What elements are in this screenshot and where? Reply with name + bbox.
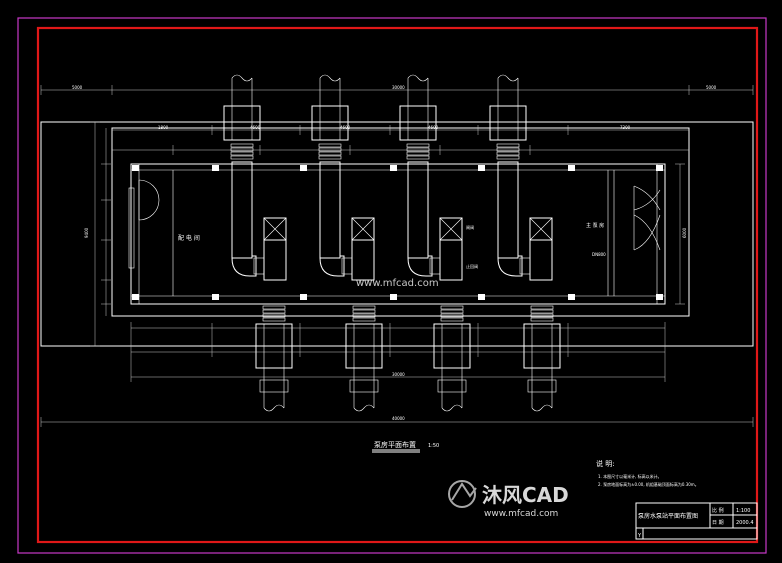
valve-label: DN800 <box>592 252 606 257</box>
room-inner-outline <box>130 163 666 305</box>
top-dimension-chain <box>40 85 754 155</box>
pump-column-3 <box>407 161 429 259</box>
title-date-value: 2000.4 <box>736 520 754 526</box>
label-check: 止回阀 <box>466 263 478 269</box>
suction-valve-box-4 <box>489 105 527 141</box>
dim-top-right: 5000 <box>706 85 717 90</box>
title-block <box>635 502 758 540</box>
pump-base-3 <box>439 239 463 281</box>
dim-right-span: 6000 <box>682 227 687 238</box>
dim-bottom-total: 30000 <box>392 372 405 377</box>
title-date-label: 日 期 <box>712 520 724 526</box>
dim-seg4: 4600 <box>428 125 439 130</box>
watermark-center: www.mfcad.com <box>356 278 439 289</box>
discharge-pipe-2 <box>353 368 375 412</box>
notes-heading: 说 明: <box>596 459 615 468</box>
pump-base-4 <box>529 239 553 281</box>
suction-pipe-3 <box>407 74 429 106</box>
suction-valve-box-3 <box>399 105 437 141</box>
title-corner-mark: Y <box>637 533 642 539</box>
notes-line-1: 1. 本图尺寸以毫米计, 标高以米计。 <box>598 473 662 479</box>
pump-elbow-4 <box>497 255 523 277</box>
door-right <box>633 185 661 251</box>
label-gate: 闸阀 <box>466 224 474 230</box>
suction-pipe-2 <box>319 74 341 106</box>
pump-elbow-3 <box>407 255 433 277</box>
notes-line-2: 2. 泵房地面标高为±0.00, 机组基础顶面标高为0.30m。 <box>598 481 699 487</box>
room-label-short: 主 泵 房 <box>586 222 604 229</box>
plan-scale: 1:50 <box>428 443 439 449</box>
left-dimension-chain <box>90 121 111 347</box>
dim-top-mid: 30000 <box>392 85 405 90</box>
suction-valve-box-1 <box>223 105 261 141</box>
pump-column-2 <box>319 161 341 259</box>
right-dimension <box>675 163 685 305</box>
building-outer-outline <box>40 121 754 347</box>
pump-column-4 <box>497 161 519 259</box>
pump-elbow-2 <box>319 255 345 277</box>
title-scale-value: 1:100 <box>736 508 750 514</box>
dim-top-left: 5000 <box>72 85 83 90</box>
pump-units <box>223 74 561 412</box>
title-drawing-name: 泵房水泵站平面布置图 <box>638 512 698 520</box>
discharge-pipe-4 <box>531 368 553 412</box>
watermark-logo <box>448 480 477 508</box>
dim-overall: 40000 <box>392 416 405 421</box>
pump-column-1 <box>231 161 253 259</box>
pump-base-2 <box>351 239 375 281</box>
title-scale-label: 比 例 <box>712 507 724 514</box>
suction-pipe-1 <box>231 74 253 106</box>
inner-frame-border <box>36 26 759 544</box>
discharge-pipe-3 <box>441 368 463 412</box>
bottom-dimension-chain <box>40 322 754 427</box>
suction-pipe-4 <box>497 74 519 106</box>
discharge-pipe-1 <box>263 368 285 412</box>
suction-valve-box-2 <box>311 105 349 141</box>
watermark-brand: 沐风CAD <box>482 483 569 507</box>
dim-seg2: 4600 <box>250 125 261 130</box>
door-left <box>128 179 160 269</box>
room-label: 配 电 间 <box>178 234 200 242</box>
watermark-url: www.mfcad.com <box>484 509 558 519</box>
dim-seg5: 7300 <box>620 125 631 130</box>
pump-elbow-1 <box>231 255 257 277</box>
structural-columns <box>132 165 663 300</box>
pump-base-1 <box>263 239 287 281</box>
dim-seg3: 4600 <box>340 125 351 130</box>
outer-sheet-border <box>17 17 767 554</box>
dim-left-total: 9400 <box>84 227 89 238</box>
dim-seg1: 1800 <box>158 125 169 130</box>
plan-title: 泵房平面布置 <box>374 440 416 449</box>
